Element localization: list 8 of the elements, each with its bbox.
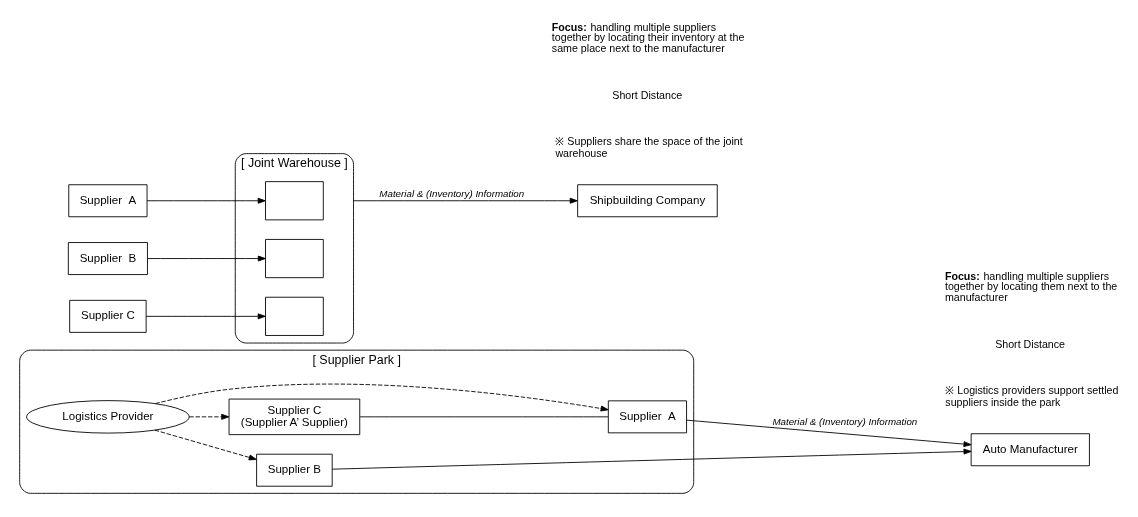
label: Focus: handling multiple suppliers together by locating them next to the manufacturer [944,269,1118,303]
label: Short Distance [612,88,683,101]
label: ※ Suppliers share the space of the joint warehouse [555,134,743,159]
edge-label: Material & (Inventory) Information [772,415,918,427]
label: Focus: handling multiple suppliers together by locating their inventory at the same place next to the manufacturer [551,20,745,54]
label: ※ Logistics providers support settled suppliers inside the park [945,383,1119,408]
edge-label: Material & (Inventory) Information [379,187,525,199]
label: Short Distance [995,337,1066,350]
